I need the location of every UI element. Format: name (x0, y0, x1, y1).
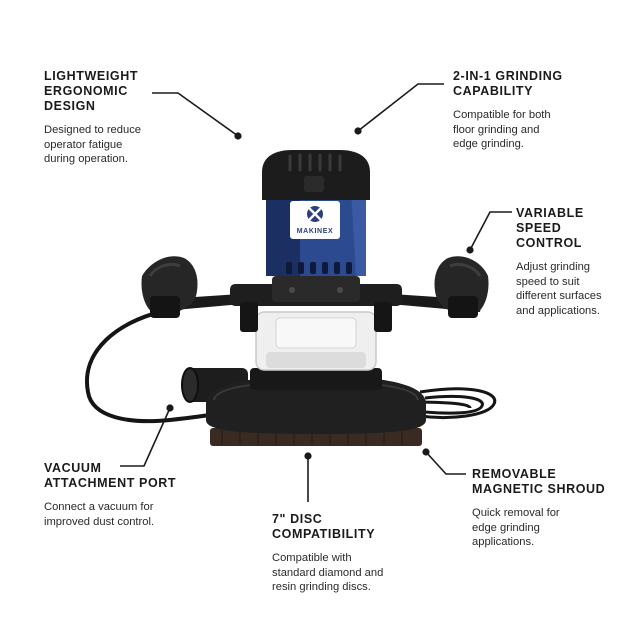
motor-collar (255, 311, 377, 371)
leader-two-in-one (357, 83, 444, 132)
callout-two-in-one: 2-IN-1 GRINDING CAPABILITY Compatible fo… (453, 69, 593, 152)
leader-lines (120, 83, 512, 502)
callout-title: LIGHTWEIGHT ERGONOMIC DESIGN (44, 69, 139, 113)
callout-vacuum: VACUUM ATTACHMENT PORT Connect a vacuum … (44, 461, 194, 529)
leader-vacuum (120, 407, 171, 467)
power-cable (84, 310, 217, 424)
leader-shroud (425, 451, 466, 475)
callout-description: Quick removal for edge grinding applicat… (472, 507, 560, 548)
leader-lightweight (152, 92, 239, 137)
callout-lightweight: LIGHTWEIGHT ERGONOMIC DESIGN Designed to… (44, 69, 174, 167)
callout-shroud: REMOVABLE MAGNETIC SHROUD Quick removal … (472, 467, 622, 550)
callout-description: Compatible for both floor grinding and e… (453, 109, 551, 150)
callout-title: 7" DISC COMPATIBILITY (272, 512, 376, 541)
callout-title: REMOVABLE MAGNETIC SHROUD (472, 467, 606, 496)
callout-title: VACUUM ATTACHMENT PORT (44, 461, 177, 490)
callout-title: VARIABLE SPEED CONTROL (516, 206, 584, 250)
callout-variable-speed: VARIABLE SPEED CONTROL Adjust grinding s… (516, 206, 626, 318)
left-handle (141, 256, 242, 318)
magnetic-shroud (206, 368, 426, 434)
callout-description: Adjust grinding speed to suit different … (516, 261, 602, 317)
callout-title: 2-IN-1 GRINDING CAPABILITY (453, 69, 563, 98)
brand-logo-icon (290, 201, 340, 239)
right-handle (390, 256, 489, 318)
callout-disc: 7" DISC COMPATIBILITY Compatible with st… (272, 512, 422, 595)
callout-description: Compatible with standard diamond and res… (272, 552, 384, 593)
brand-name: MAKINEX (297, 228, 333, 235)
callout-description: Designed to reduce operator fatigue duri… (44, 124, 142, 165)
handle-bracket (230, 276, 402, 332)
callout-description: Connect a vacuum for improved dust contr… (44, 501, 155, 528)
leader-variable-speed (469, 211, 512, 251)
